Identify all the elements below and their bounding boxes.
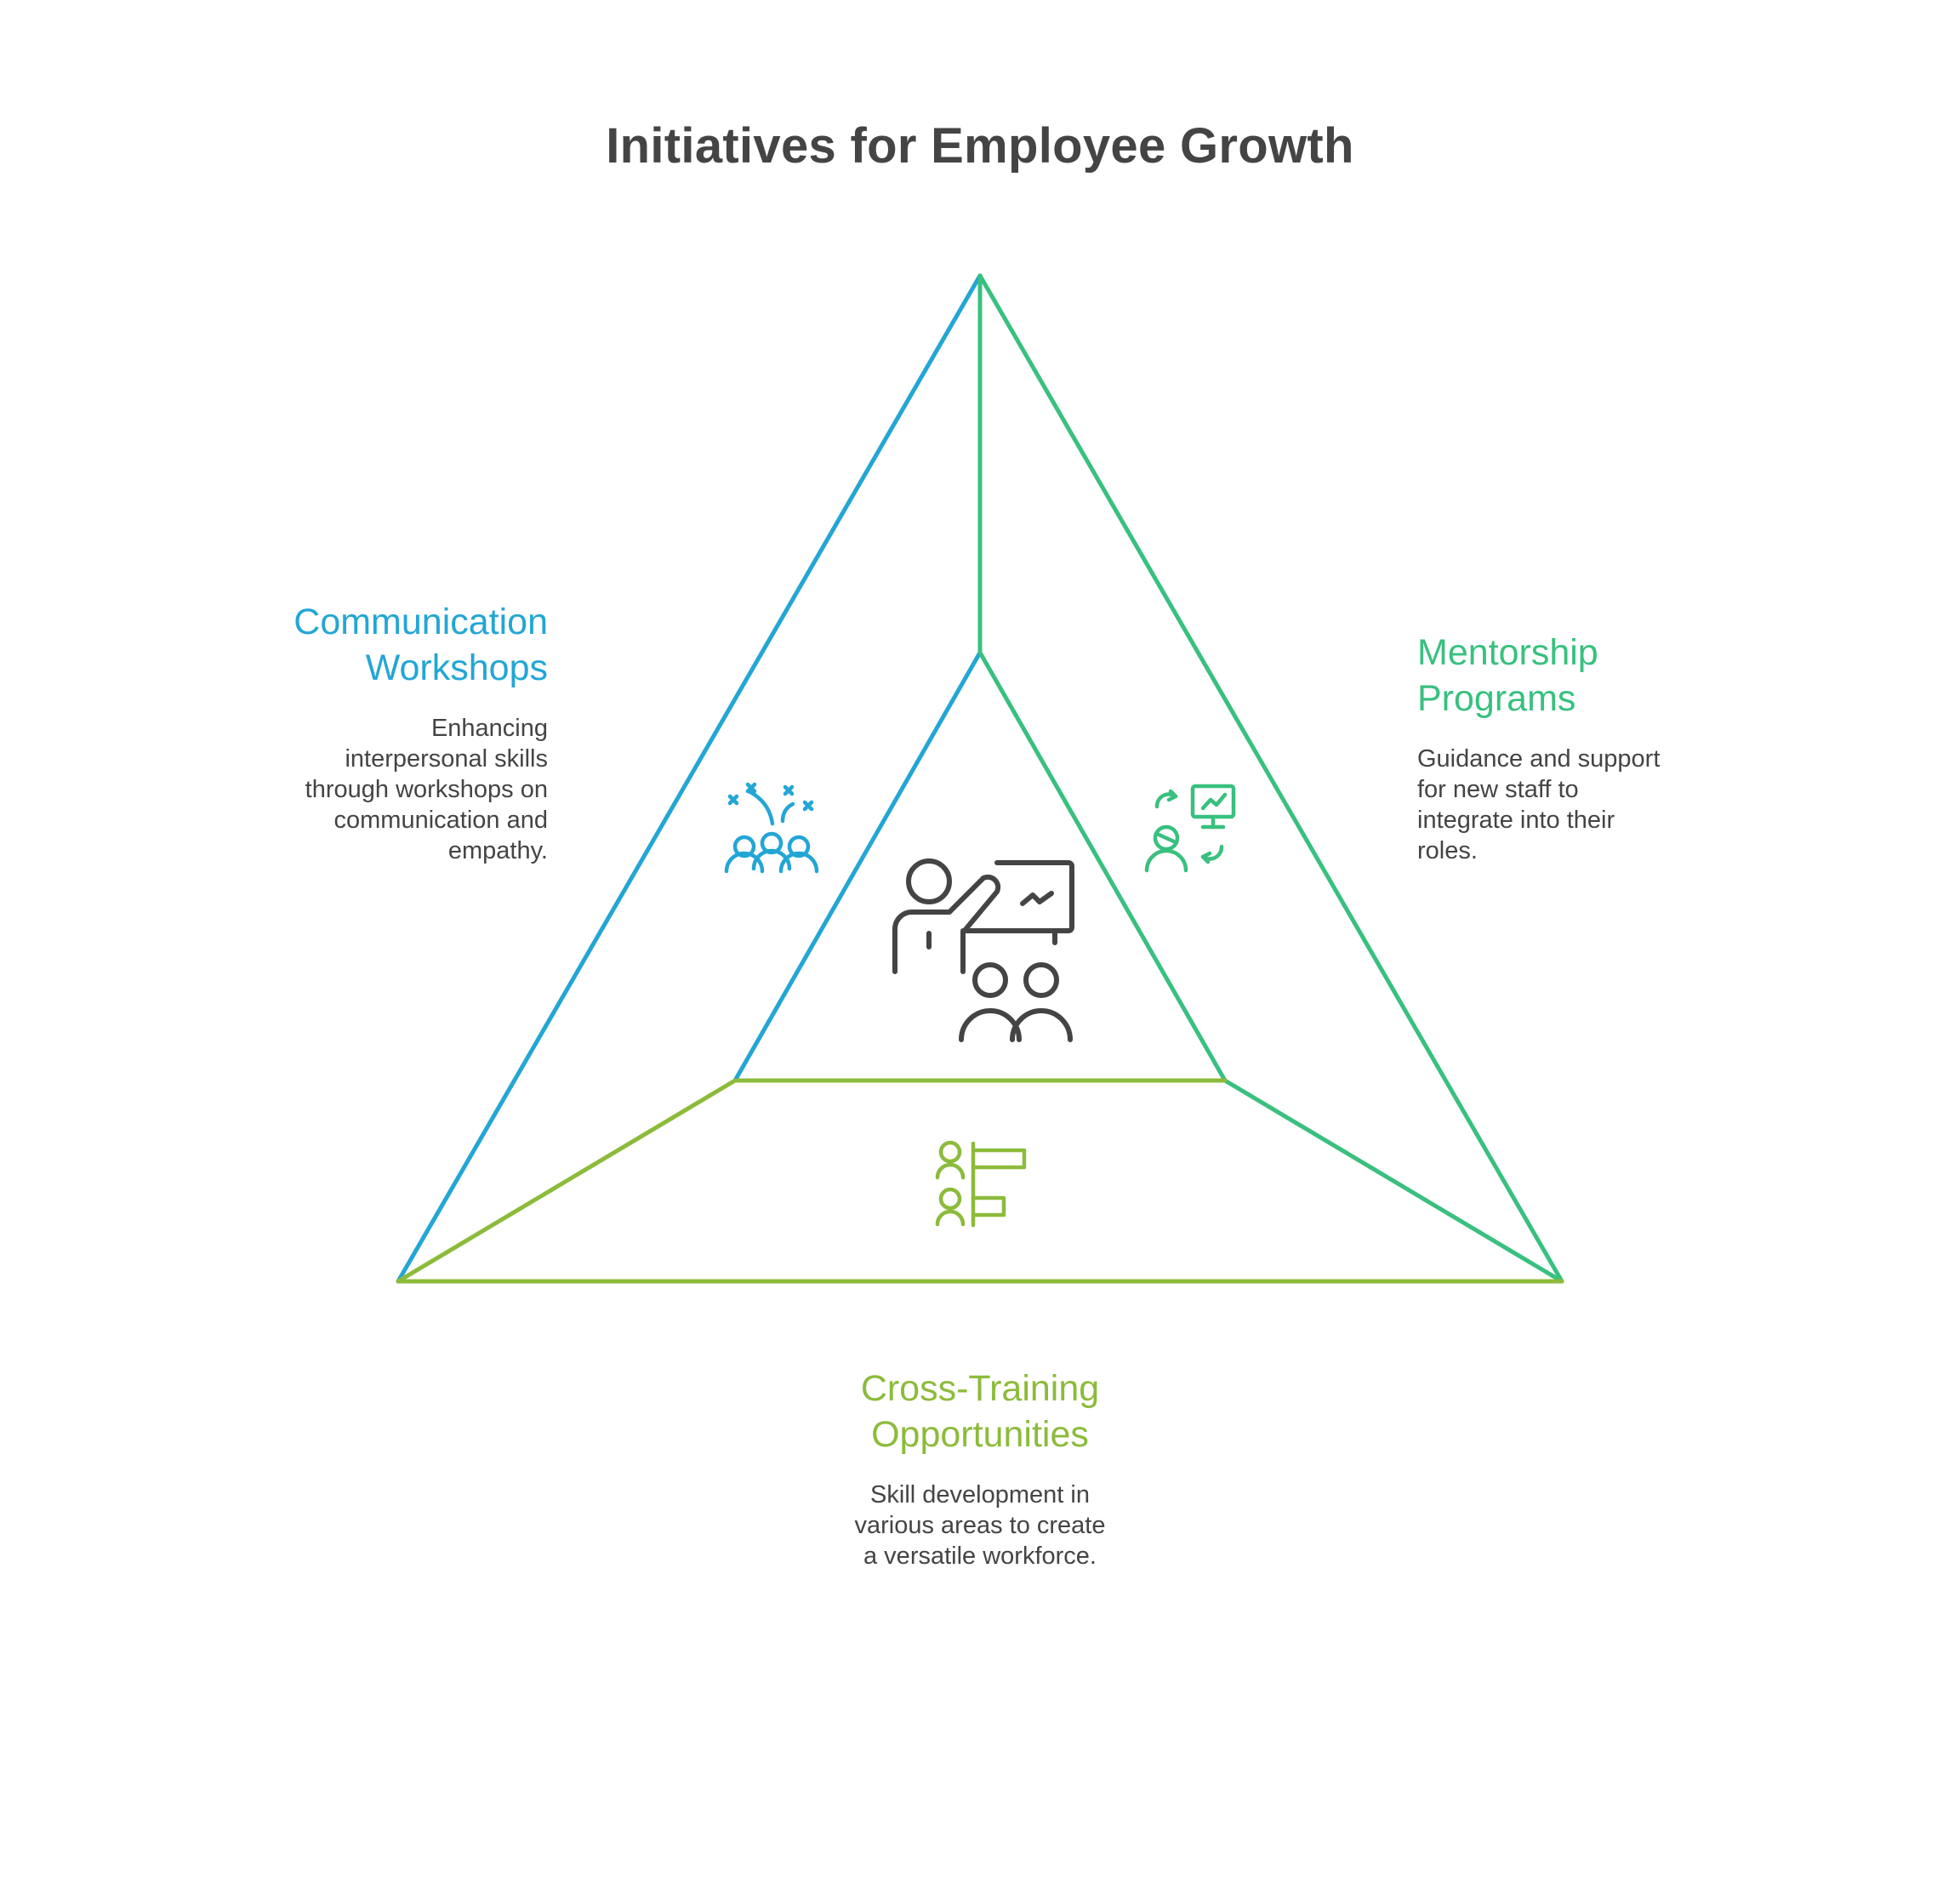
mentorship-segment (977, 273, 1564, 1284)
mentorship-programs-block: Mentorship Programs Guidance and support… (1417, 630, 1706, 866)
communication-workshops-block: Communication Workshops Enhancing interp… (255, 599, 548, 866)
group-celebration-icon (724, 782, 819, 874)
cross-training-block: Cross-Training Opportunities Skill devel… (835, 1366, 1125, 1571)
communication-segment (396, 273, 983, 1284)
mentorship-programs-title: Mentorship Programs (1417, 632, 1598, 719)
people-signpost-icon (935, 1140, 1027, 1228)
cross-training-description: Skill development in various areas to cr… (854, 1481, 1106, 1570)
cross-training-title: Cross-Training Opportunities (860, 1368, 1100, 1455)
cross-training-segment (396, 1078, 1228, 1284)
communication-inner-edge (732, 650, 983, 1083)
presenter-with-audience-icon (892, 858, 1074, 1042)
mentor-exchange-icon (1144, 784, 1236, 873)
communication-workshops-description: Enhancing interpersonal skills through w… (305, 715, 548, 864)
mentorship-programs-description: Guidance and support for new staff to in… (1417, 745, 1661, 864)
communication-workshops-title: Communication Workshops (293, 602, 548, 688)
page-title: Initiatives for Employee Growth (606, 118, 1354, 174)
